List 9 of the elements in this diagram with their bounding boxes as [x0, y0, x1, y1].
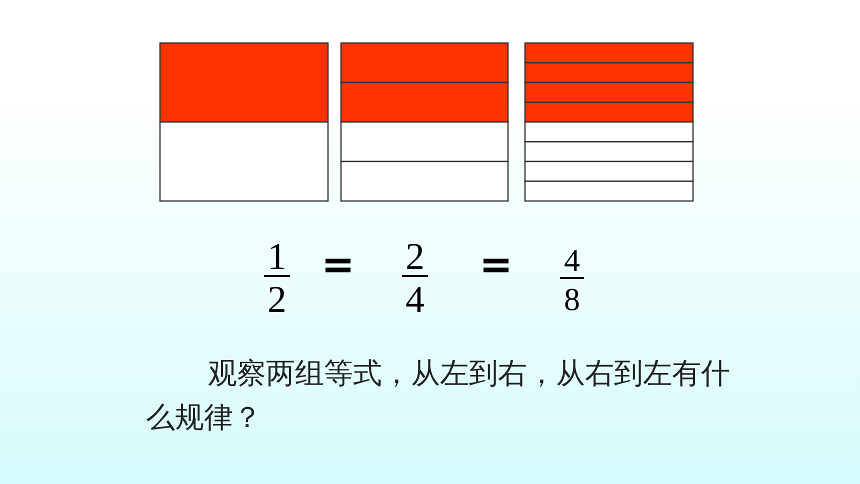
fraction-digit: 1: [266, 238, 288, 276]
fraction-digit: 4: [404, 281, 426, 319]
equals-sign: =: [320, 245, 356, 285]
equals-sign: =: [478, 245, 514, 285]
fraction-digit: 4: [563, 244, 581, 276]
fraction-digit: 2: [404, 238, 426, 276]
question-text: 观察两组等式，从左到右，从右到左有什么规律？: [146, 357, 731, 436]
fraction-digit: 2: [266, 281, 288, 319]
fraction-digit: 8: [563, 283, 581, 315]
